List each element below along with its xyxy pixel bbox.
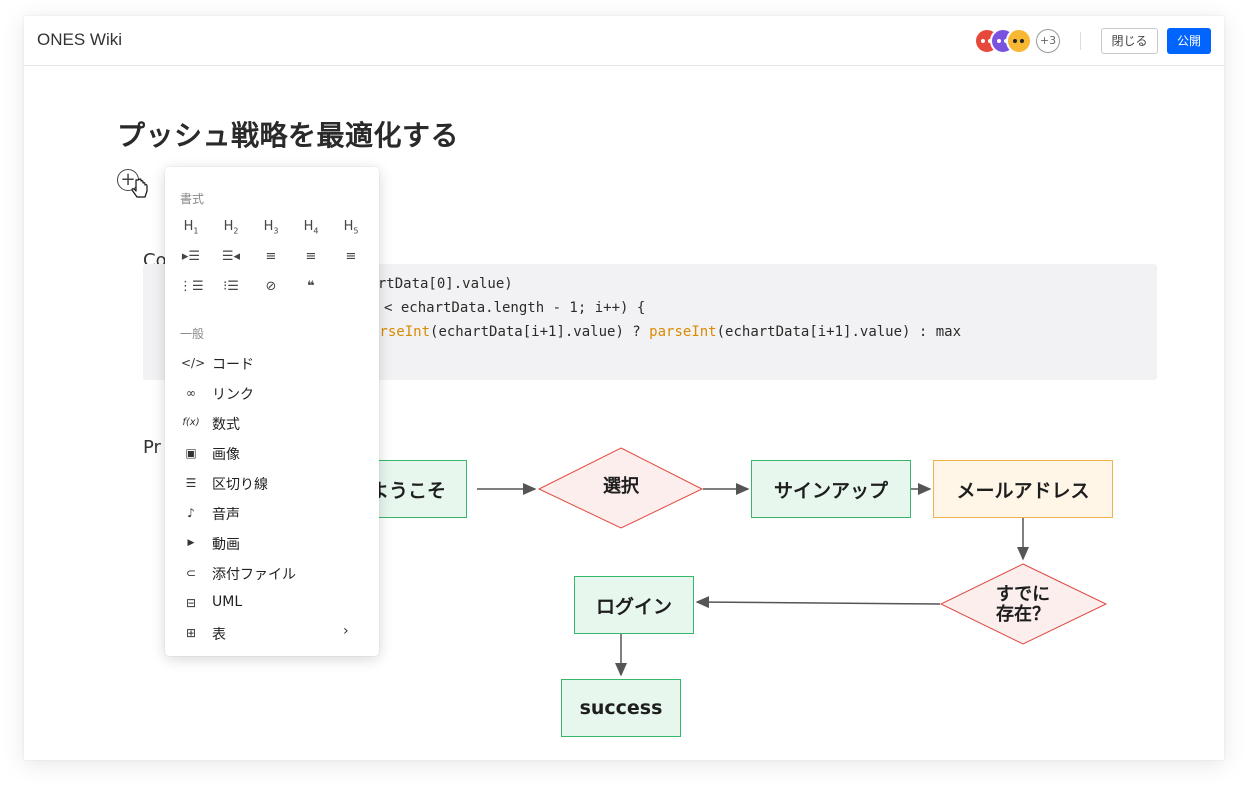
menu-item-label: 音声 <box>212 507 240 523</box>
divider-icon: ☰ <box>185 476 197 490</box>
ordered-list-icon[interactable]: ⋮☰ <box>179 279 204 294</box>
node-signup[interactable]: サインアップ <box>751 460 911 518</box>
heading-5-button[interactable]: H5 <box>343 219 359 236</box>
code-line: hartData[0].value) <box>361 276 513 292</box>
align-center-icon[interactable]: ≡ <box>305 249 317 264</box>
wiki-window: ONES Wiki +3 閉じる 公開 プッシュ戦略を最適化する + Co ha… <box>24 16 1224 760</box>
flow-section-heading[interactable]: Pr <box>143 437 161 458</box>
link-icon: ∞ <box>186 386 196 400</box>
uml-icon: ⊟ <box>185 596 197 610</box>
chevron-right-icon: › <box>343 623 349 639</box>
paperclip-icon: ⊂ <box>185 566 197 580</box>
table-icon: ⊞ <box>185 626 197 640</box>
flowchart[interactable] <box>24 16 1224 760</box>
flow-arrow <box>695 596 941 609</box>
music-note-icon: ♪ <box>187 506 195 520</box>
code-line: arseInt(echartData[i+1].value) ? parseIn… <box>371 324 962 340</box>
menu-item-video[interactable]: ▶ 動画 <box>165 528 379 558</box>
node-email[interactable]: メールアドレス <box>933 460 1113 518</box>
menu-item-attachment[interactable]: ⊂ 添付ファイル <box>165 558 379 588</box>
avatar[interactable] <box>1006 28 1032 54</box>
menu-item-label: リンク <box>212 387 254 403</box>
menu-item-divider[interactable]: ☰ 区切り線 <box>165 468 379 498</box>
image-icon: ▣ <box>185 446 197 460</box>
align-right-icon[interactable]: ≡ <box>345 249 357 264</box>
close-button[interactable]: 閉じる <box>1101 28 1158 54</box>
code-line: < echartData.length - 1; i++) { <box>384 300 646 316</box>
menu-group-format: 書式 <box>180 192 205 206</box>
decision-diamond-exists <box>939 563 1108 645</box>
top-bar: ONES Wiki +3 閉じる 公開 <box>24 16 1224 66</box>
app-title: ONES Wiki <box>37 30 122 49</box>
page-title[interactable]: プッシュ戦略を最適化する <box>117 119 460 152</box>
outdent-icon[interactable]: ☰◂ <box>221 249 241 264</box>
node-exists-label: すでに 存在？ <box>973 585 1073 625</box>
menu-group-general: 一般 <box>180 327 205 341</box>
align-left-icon[interactable]: ≡ <box>265 249 277 264</box>
heading-2-button[interactable]: H2 <box>223 219 239 236</box>
menu-item-label: 動画 <box>212 537 240 553</box>
quote-icon[interactable]: ❝ <box>307 279 315 294</box>
divider <box>1080 32 1081 50</box>
heading-4-button[interactable]: H4 <box>303 219 319 236</box>
menu-item-uml[interactable]: ⊟ UML <box>165 588 379 618</box>
menu-item-code[interactable]: </> コード <box>165 348 379 378</box>
more-collaborators-count[interactable]: +3 <box>1036 29 1060 53</box>
block-insert-menu: 書式 H1 H2 H3 H4 H5 ▸☰ ☰◂ ≡ ≡ ≡ ⋮☰ ⁝☰ ⊘ ❝ … <box>165 167 379 656</box>
code-icon: </> <box>181 356 206 370</box>
menu-item-table[interactable]: ⊞ 表 › <box>165 618 379 648</box>
node-success[interactable]: success <box>561 679 681 737</box>
publish-button[interactable]: 公開 <box>1167 28 1211 54</box>
node-exists-line: 存在？ <box>996 604 1050 625</box>
menu-item-audio[interactable]: ♪ 音声 <box>165 498 379 528</box>
formula-icon: f(x) <box>182 417 200 428</box>
decision-diamond-choose <box>537 447 704 529</box>
menu-item-label: 区切り線 <box>212 477 268 493</box>
indent-icon[interactable]: ▸☰ <box>181 249 201 264</box>
checklist-icon[interactable]: ⊘ <box>265 279 277 294</box>
menu-item-label: 数式 <box>212 417 240 433</box>
menu-item-label: 添付ファイル <box>212 567 296 583</box>
menu-item-formula[interactable]: f(x) 数式 <box>165 408 379 438</box>
menu-item-link[interactable]: ∞ リンク <box>165 378 379 408</box>
video-icon: ▶ <box>187 538 195 548</box>
node-login[interactable]: ログイン <box>574 576 694 634</box>
node-choose-label: 選択 <box>603 476 639 497</box>
menu-item-label: 画像 <box>212 447 240 463</box>
heading-3-button[interactable]: H3 <box>263 219 279 236</box>
menu-item-label: 表 <box>212 627 226 643</box>
menu-item-image[interactable]: ▣ 画像 <box>165 438 379 468</box>
hand-cursor-icon <box>131 178 148 198</box>
heading-1-button[interactable]: H1 <box>183 219 199 236</box>
menu-item-label: コード <box>212 357 254 373</box>
bullet-list-icon[interactable]: ⁝☰ <box>223 279 239 294</box>
node-exists-line: すでに <box>995 584 1051 605</box>
menu-item-label: UML <box>212 594 243 610</box>
